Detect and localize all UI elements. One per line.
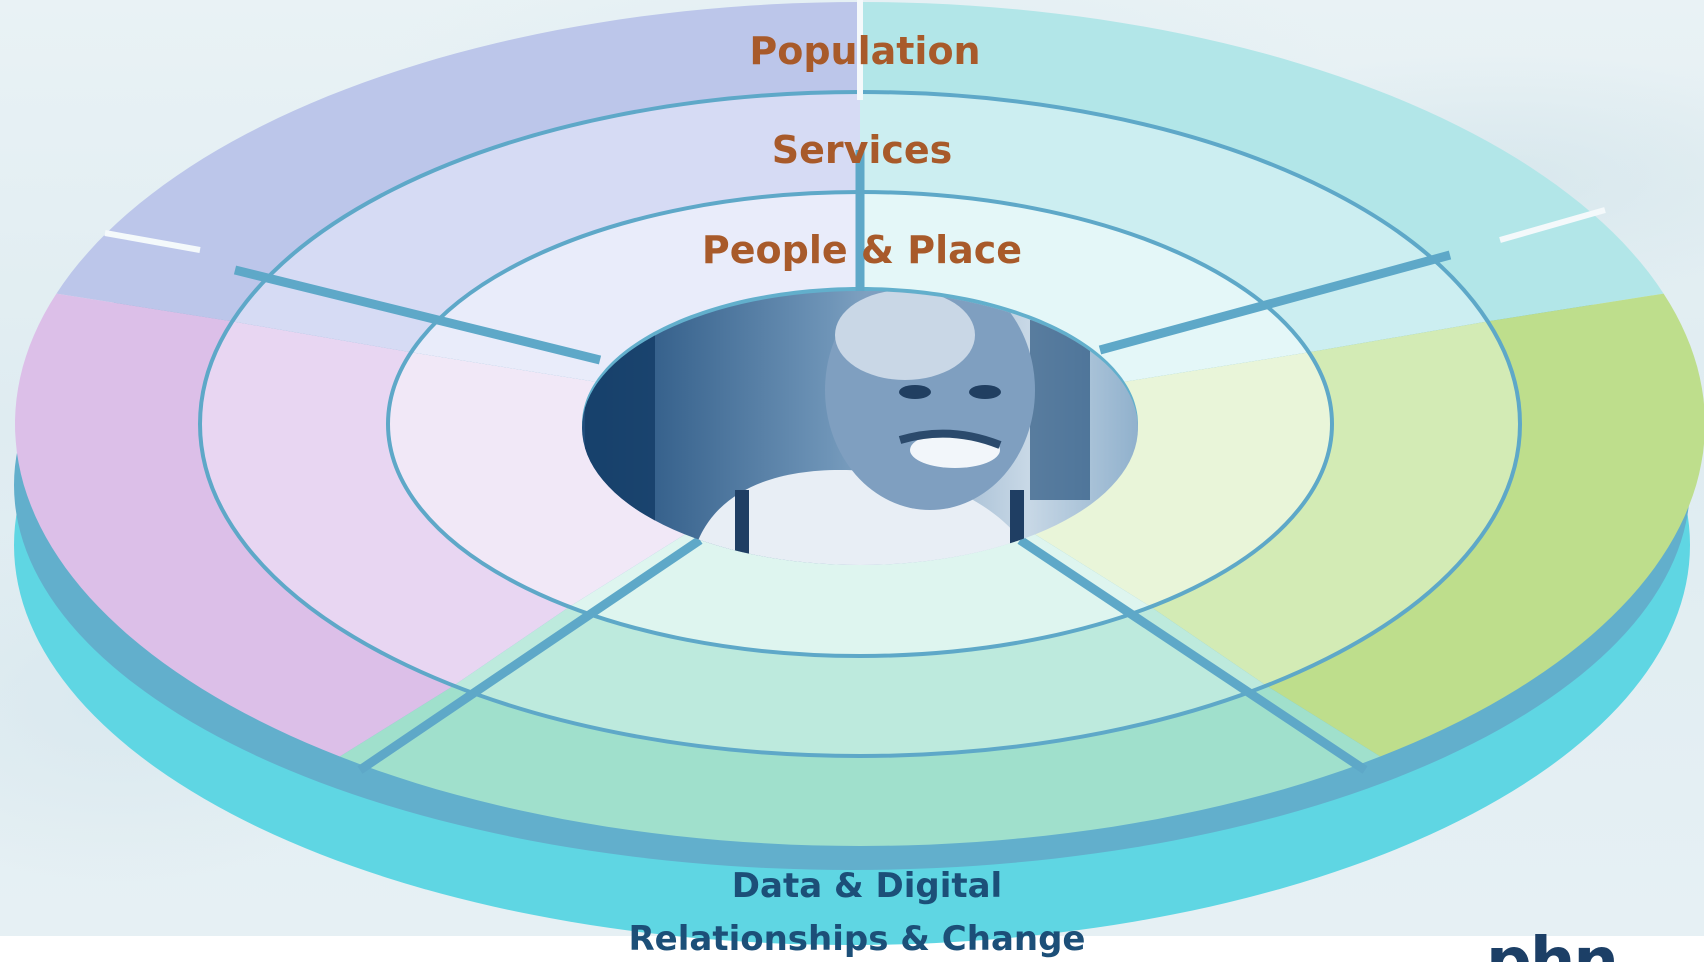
base-label-data-digital: Data & Digital xyxy=(732,866,1002,906)
segment-mid-b xyxy=(453,606,1267,756)
inner-ring-people-place xyxy=(388,192,1332,656)
segment-in-tl xyxy=(411,192,860,382)
phn-logo: phn xyxy=(1486,930,1646,962)
segment-outer-l xyxy=(15,293,454,757)
segment-outer-tl xyxy=(56,2,860,322)
phn-logo-text: phn xyxy=(1486,930,1646,962)
segment-outer-r xyxy=(1266,293,1704,757)
segment-in-b xyxy=(569,532,1151,656)
segment-outer-b xyxy=(339,685,1381,846)
segment-dividers xyxy=(233,150,1452,774)
ring-label-population: Population xyxy=(749,29,980,73)
outer-segment-gaps xyxy=(104,0,1606,253)
segment-in-tr xyxy=(860,192,1309,382)
segment-mid-r xyxy=(1150,321,1520,686)
ring-label-services: Services xyxy=(772,128,953,172)
base-label-relationships-change: Relationships & Change xyxy=(628,919,1085,959)
outer-ring-population xyxy=(15,2,1704,846)
segment-in-r xyxy=(1031,352,1332,607)
segment-mid-tl xyxy=(232,92,861,353)
segment-mid-l xyxy=(200,321,570,686)
ring-label-people-place: People & Place xyxy=(702,228,1022,272)
segment-in-l xyxy=(388,352,689,607)
segment-outer-tr xyxy=(860,2,1664,322)
